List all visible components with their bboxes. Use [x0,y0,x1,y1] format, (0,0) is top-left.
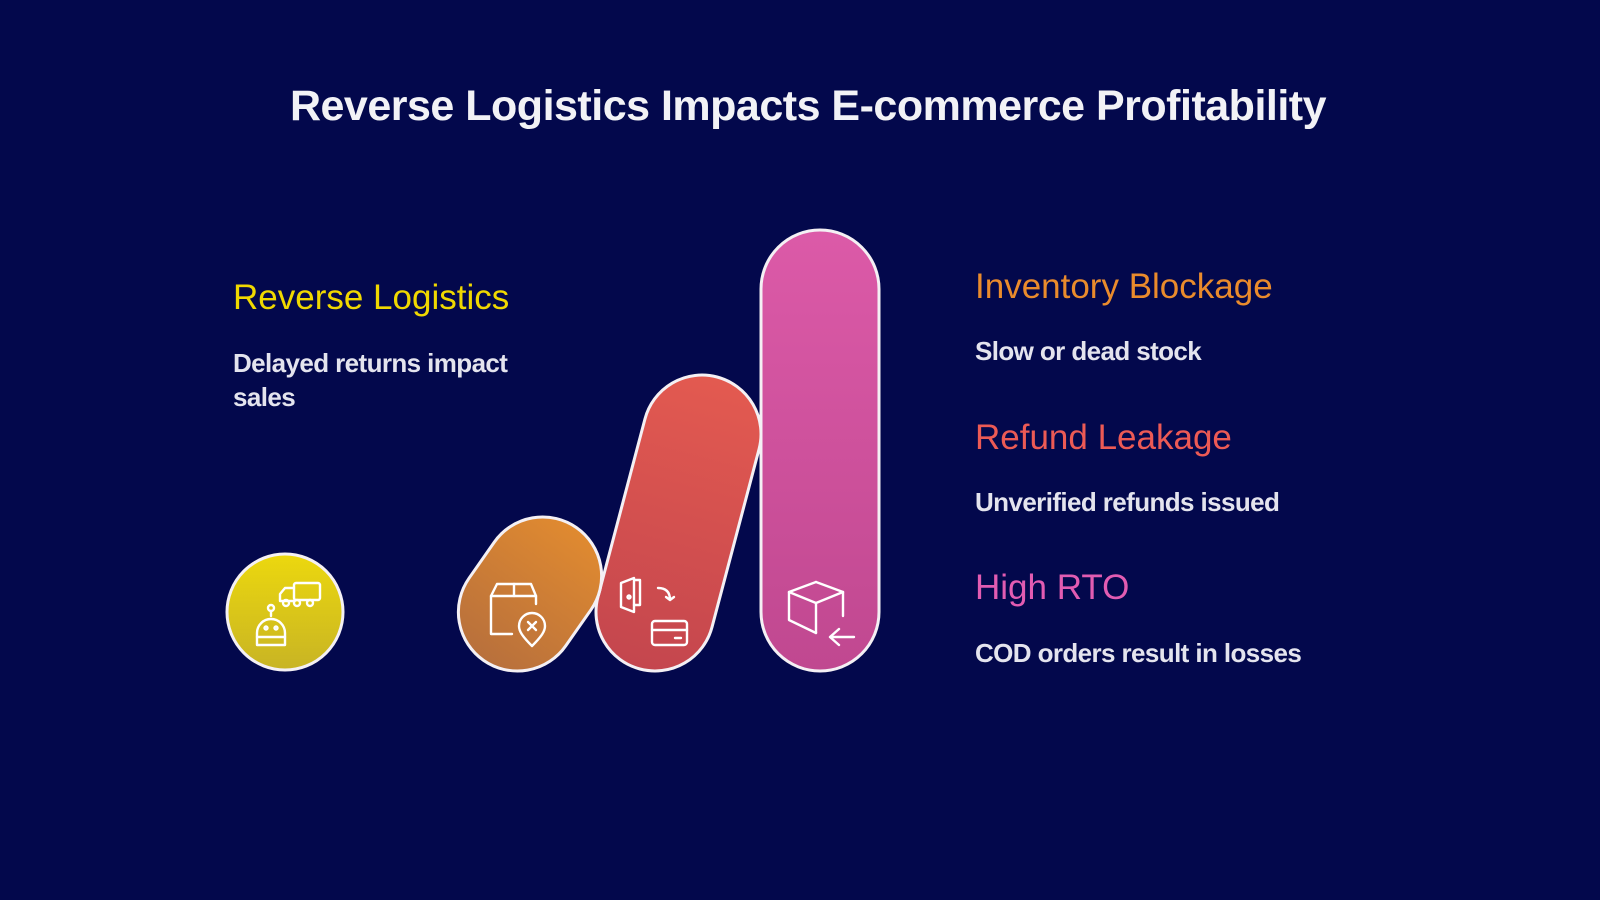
step-inventory-blockage [456,515,604,673]
inventory-blockage-description: Slow or dead stock [975,336,1202,366]
package-return-icon [787,580,856,647]
refund-leakage-heading: Refund Leakage [975,418,1232,457]
reverse-logistics-description: Delayed returns impact sales [233,348,508,412]
inventory-blockage-heading: Inventory Blockage [975,267,1273,306]
page-title: Reverse Logistics Impacts E-commerce Pro… [289,82,1327,130]
high-rto-heading: High RTO [975,568,1130,607]
step-high-rto [759,228,881,673]
step-refund-leakage [594,373,763,673]
refund-leakage-description: Unverified refunds issued [975,487,1280,517]
high-rto-description: COD orders result in losses [975,638,1302,668]
delivery-robot-truck-icon [255,581,322,647]
refund-wallet-card-icon [619,576,689,647]
step-reverse-logistics [225,552,345,672]
package-blocked-icon [489,582,547,648]
reverse-logistics-heading: Reverse Logistics [233,278,510,317]
